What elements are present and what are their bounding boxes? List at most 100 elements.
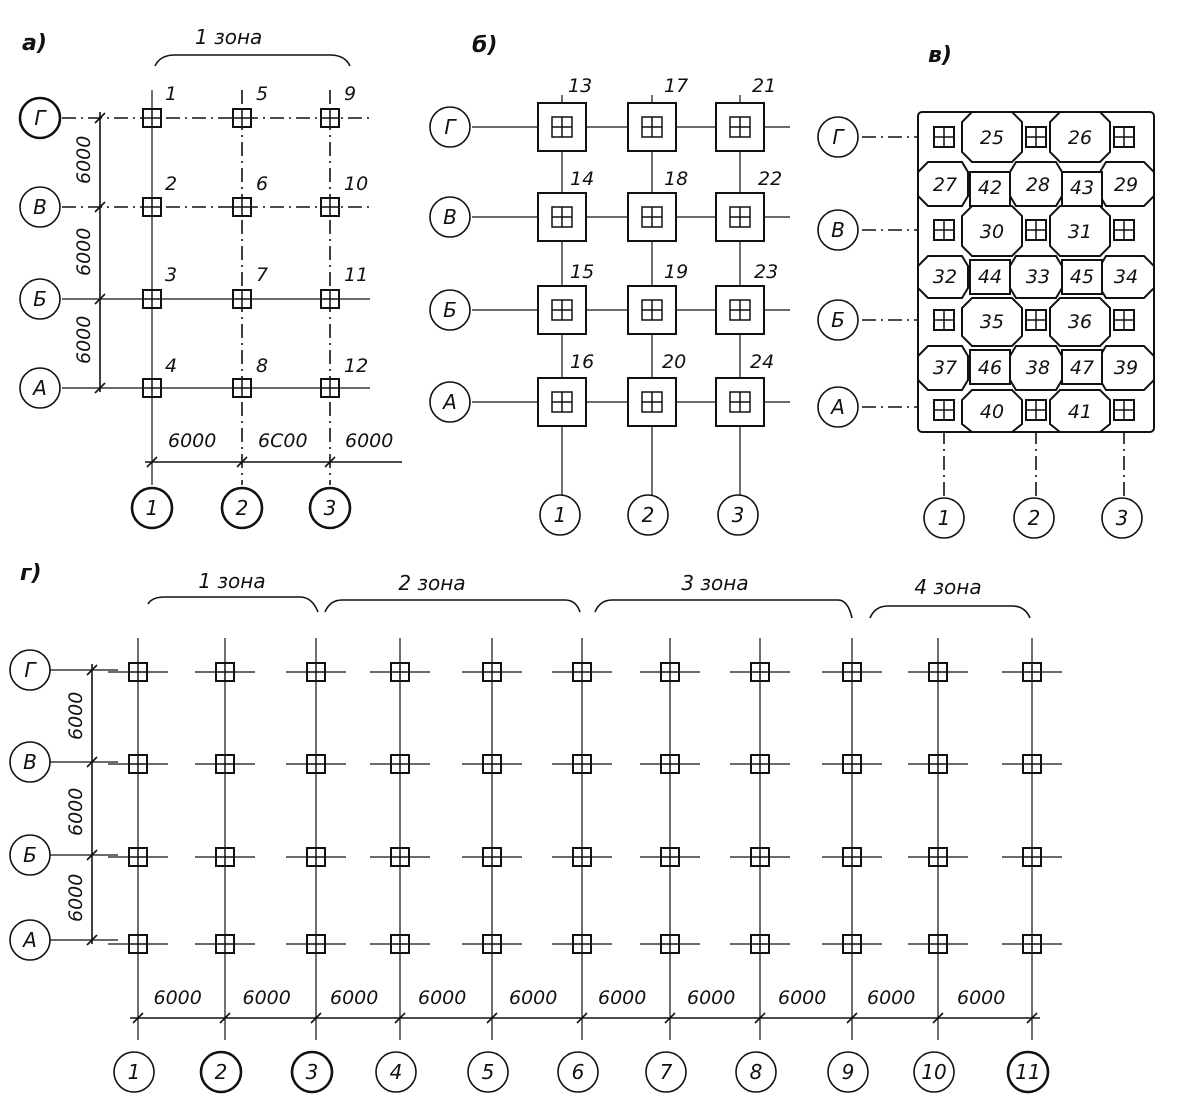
axis-label-row-b: Б	[33, 287, 47, 311]
dimension-tick	[324, 456, 336, 468]
panel-cell	[917, 161, 969, 207]
footing-number: 3	[165, 264, 177, 286]
footing-crosshair	[307, 663, 325, 681]
axis-label-col-8: 8	[750, 1060, 763, 1084]
footing-grid-a: 1 5 9 2 6 10 3 7 11 4 8 12	[142, 83, 368, 398]
axis-label-col-5: 5	[482, 1060, 495, 1084]
dimension-tick	[310, 1012, 322, 1024]
axis-marker-col-2	[199, 1050, 243, 1094]
axis-label-col-10: 10	[921, 1060, 946, 1084]
axis-label-row-a: А	[31, 376, 47, 400]
footing-number: 1	[165, 83, 177, 105]
cell-number: 42	[978, 177, 1002, 199]
axis-marker-row-a	[19, 367, 61, 409]
dimension-tick	[219, 1012, 231, 1024]
footing-number: 18	[664, 168, 688, 190]
axis-marker-col-3	[1101, 497, 1143, 539]
axis-marker-col-3	[308, 486, 352, 530]
axis-label-row-a: А	[21, 928, 37, 952]
axis-label-row-g: Г	[34, 106, 47, 130]
panel-cell	[961, 111, 1023, 163]
footing-crosshair	[573, 935, 591, 953]
footing-number: 6	[256, 173, 268, 195]
footing-crosshair	[307, 935, 325, 953]
zone-label: 1 зона	[195, 25, 262, 49]
axis-marker-col-2	[627, 494, 669, 536]
footing-number: 19	[664, 261, 688, 283]
panel-insert	[969, 171, 1011, 207]
footing-grid-b: 13 17 21 14 18 22 15 19 23 16 20 24	[537, 75, 782, 427]
footing-number: 15	[570, 261, 594, 283]
panel-g: г) 1 зона 2 зона 3 зона 4 зона Г В Б А 6…	[9, 561, 1062, 1094]
axis-marker-col-2	[1013, 497, 1055, 539]
axis-marker-col-10	[913, 1051, 955, 1093]
panel-cell	[1049, 297, 1111, 347]
footing-number: 4	[165, 355, 177, 377]
dimension-tick	[132, 1012, 144, 1024]
dimension-label: 6000	[73, 316, 95, 364]
dimension-tick	[94, 382, 106, 394]
footing-crosshair	[1023, 935, 1041, 953]
axis-label-row-g: Г	[24, 658, 37, 682]
footing-crosshairs	[934, 127, 1134, 420]
footing-crosshair	[751, 935, 769, 953]
cell-number: 29	[1114, 174, 1138, 196]
axis-label-col-3: 3	[1116, 506, 1129, 530]
axis-label-col-3: 3	[324, 496, 337, 520]
axis-marker-col-1	[130, 486, 174, 530]
panel-cell	[961, 205, 1023, 257]
footing-crosshair	[1023, 663, 1041, 681]
footing-number: 5	[256, 83, 268, 105]
dimension-label: 6000	[687, 987, 735, 1009]
footing-crosshair	[573, 663, 591, 681]
axis-label-col-1: 1	[146, 496, 159, 520]
axis-marker-row-b	[19, 278, 61, 320]
footing-crosshair	[129, 848, 147, 866]
footing-number: 2	[165, 173, 177, 195]
footing-crosshair	[129, 935, 147, 953]
zone-bracket	[147, 596, 319, 613]
panel-insert	[1061, 259, 1103, 295]
cell-number: 38	[1026, 357, 1050, 379]
cell-number: 25	[980, 127, 1004, 149]
footing-crosshair	[129, 755, 147, 773]
cell-number: 34	[1114, 266, 1138, 288]
column-footing	[715, 192, 765, 242]
axis-label-row-v: В	[33, 195, 47, 219]
axis-label-col-1: 1	[554, 503, 567, 527]
axis-label-row-b: Б	[23, 843, 37, 867]
axis-marker-col-6	[557, 1051, 599, 1093]
panel-cell	[961, 297, 1023, 347]
axis-label-row-v: В	[443, 205, 457, 229]
dimension-tick	[394, 1012, 406, 1024]
axis-label-row-v: В	[831, 218, 845, 242]
axis-marker-col-3	[290, 1050, 334, 1094]
zone-bracket	[154, 54, 351, 67]
dimension-tick	[146, 456, 158, 468]
axis-marker-row-g	[18, 96, 62, 140]
footing-crosshair	[483, 935, 501, 953]
cell-number: 26	[1068, 127, 1092, 149]
footing-crosshair	[216, 935, 234, 953]
dimension-label: 6000	[73, 136, 95, 184]
footing-number: 7	[256, 264, 268, 286]
axis-label-row-a: А	[829, 395, 845, 419]
footing-crosshair	[307, 755, 325, 773]
cell-grid-v: 25 26 27 42 28 43 29 30 31 32 44 33 45 3…	[917, 111, 1155, 433]
footing-crosshair	[483, 755, 501, 773]
footing-crosshair	[929, 935, 947, 953]
zone-label: 1 зона	[198, 569, 265, 593]
axis-marker-row-a	[817, 386, 859, 428]
axis-label-col-4: 4	[390, 1060, 403, 1084]
cell-number: 37	[933, 357, 957, 379]
footing-crosshair	[307, 848, 325, 866]
zone-label: 4 зона	[914, 575, 981, 599]
cell-number: 33	[1026, 266, 1050, 288]
dimension-tick	[236, 456, 248, 468]
dimension-label: 6000	[65, 692, 87, 740]
panel-insert	[1061, 349, 1103, 385]
axis-marker-col-3	[717, 494, 759, 536]
zone-bracket	[594, 599, 853, 619]
dimension-tick	[94, 293, 106, 305]
